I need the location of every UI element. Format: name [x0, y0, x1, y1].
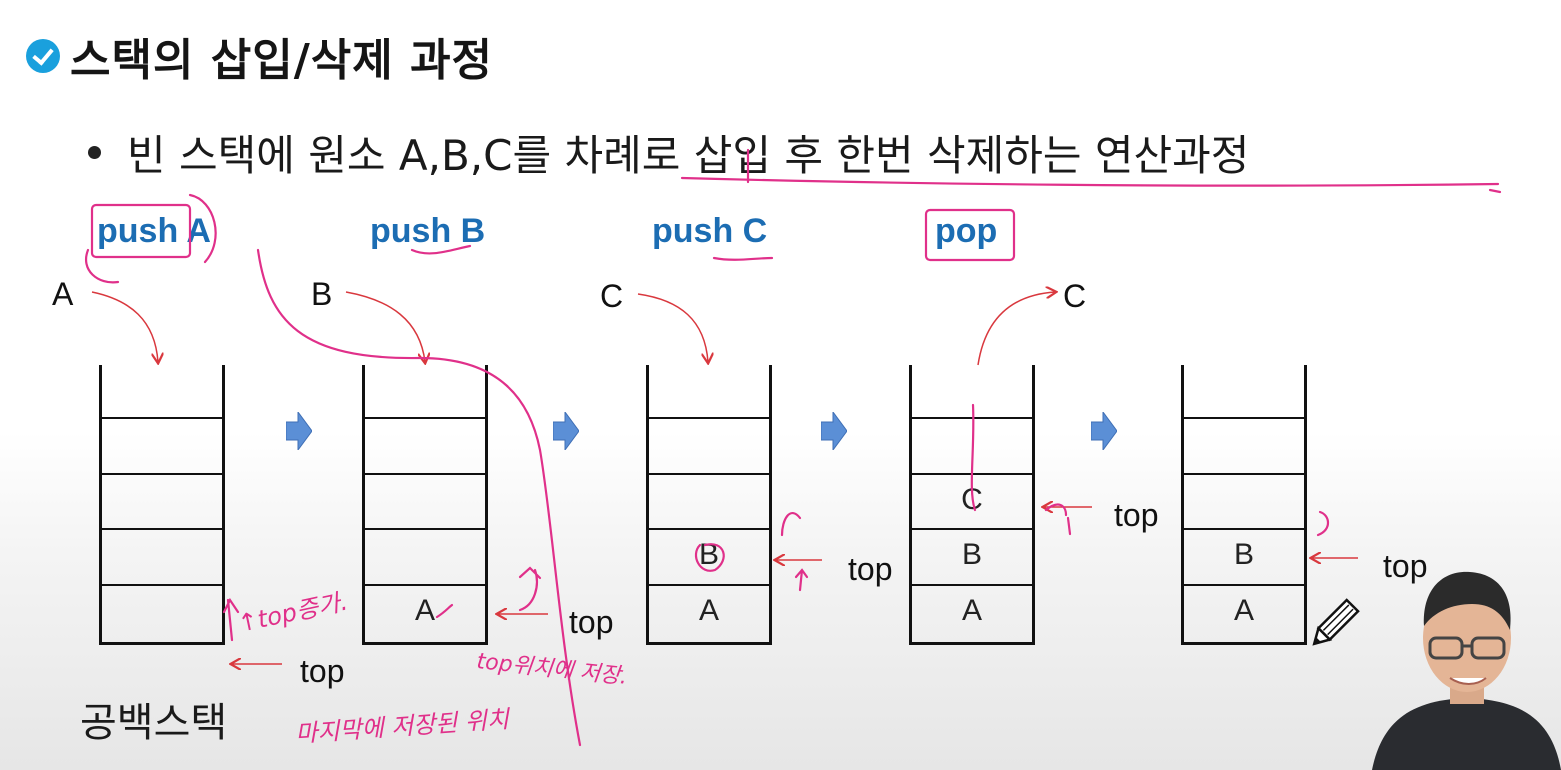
- pencil-cursor-icon: [1312, 598, 1360, 646]
- stack-after-push-c: C B A: [909, 365, 1035, 645]
- incoming-b: B: [311, 276, 333, 312]
- bullet-text: 빈 스택에 원소 A,B,C를 차례로 삽입 후 한번 삭제하는 연산과정: [127, 131, 1250, 180]
- pop-arrow: [977, 292, 1055, 366]
- top-label: top: [300, 653, 345, 689]
- incoming-c: C: [600, 278, 624, 314]
- empty-stack-label: 공백스택: [80, 700, 228, 746]
- stack-cell: A: [1233, 594, 1254, 627]
- top-label: top: [1383, 548, 1428, 584]
- stack-after-push-a: A: [362, 365, 488, 645]
- bullet-line: 빈 스택에 원소 A,B,C를 차례로 삽입 후 한번 삭제하는 연산과정: [88, 122, 1249, 183]
- stack-empty: [99, 365, 225, 645]
- stack-after-push-b: B A: [646, 365, 772, 645]
- right-arrow-icon: [286, 412, 312, 450]
- top-label: top: [1114, 497, 1159, 533]
- top-label: top: [569, 604, 614, 640]
- right-arrow-icon: [1091, 412, 1117, 450]
- stack-cell: A: [698, 594, 719, 627]
- presenter-video: [1372, 571, 1561, 770]
- slide-title-text: 스택의 삽입/삭제 과정: [70, 35, 494, 86]
- op-push-c: push C: [652, 212, 768, 250]
- stack-cell: B: [698, 538, 719, 571]
- handwritten-note: 마지막에 저장된 위치: [294, 705, 511, 748]
- incoming-a: A: [52, 276, 74, 312]
- top-label: top: [848, 551, 893, 587]
- check-circle-icon: [26, 39, 60, 73]
- slide-title: 스택의 삽입/삭제 과정: [26, 26, 493, 86]
- insert-arrow: [91, 291, 158, 362]
- stack-cell: A: [414, 594, 435, 627]
- handwritten-note: top위치에 저장.: [475, 649, 628, 690]
- stack-cell: C: [961, 483, 983, 516]
- stack-cell: B: [1233, 538, 1254, 571]
- popped-c: C: [1063, 278, 1087, 314]
- stack-cell: A: [961, 594, 982, 627]
- stack-after-pop: B A: [1181, 365, 1307, 645]
- op-pop: pop: [935, 212, 998, 250]
- stack-cell: B: [961, 538, 982, 571]
- op-push-b: push B: [370, 212, 486, 250]
- right-arrow-icon: [821, 412, 847, 450]
- right-arrow-icon: [553, 412, 579, 450]
- bullet-dot-icon: [88, 146, 101, 159]
- op-push-a: push A: [97, 212, 211, 250]
- insert-arrow: [637, 293, 708, 362]
- insert-arrow: [345, 291, 425, 362]
- handwritten-note: ↑top증가.: [235, 587, 350, 638]
